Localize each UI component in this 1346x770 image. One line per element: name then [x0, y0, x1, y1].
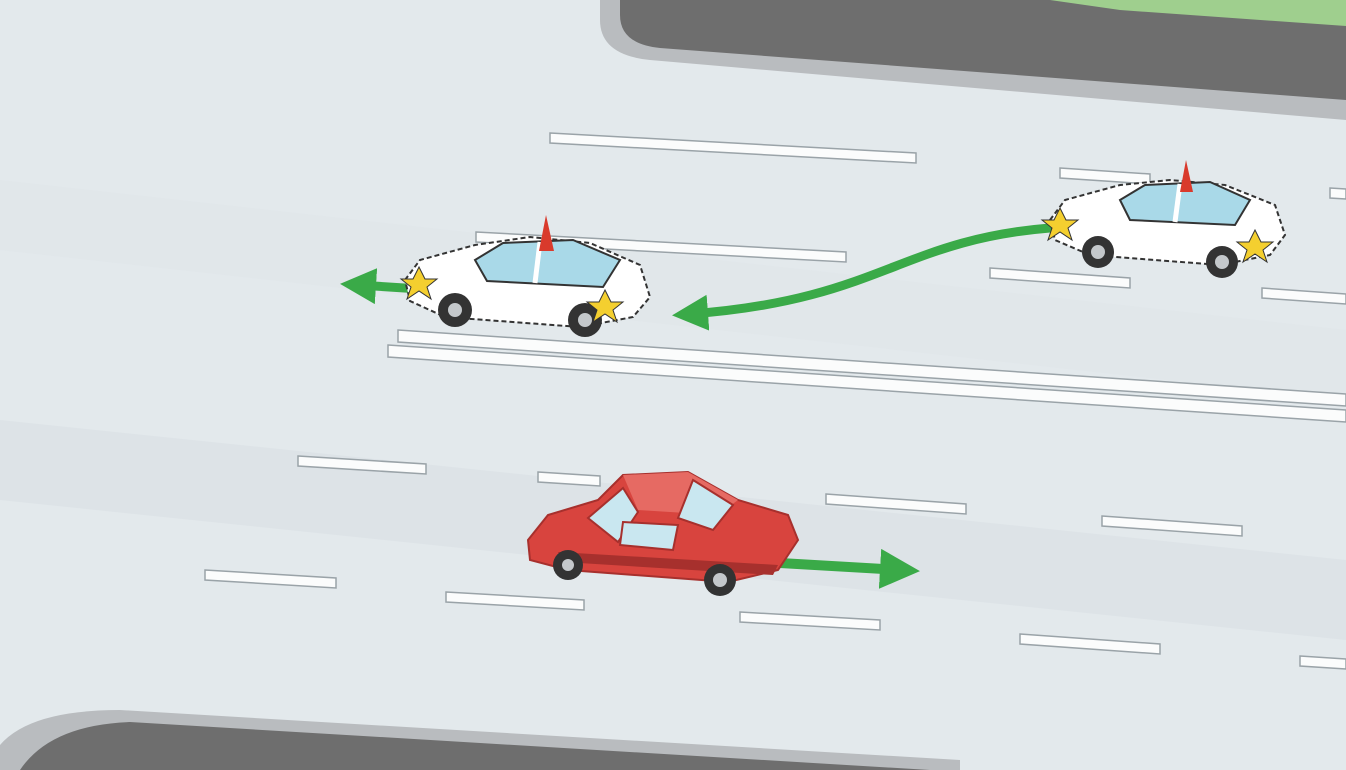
- sedan-direction-arrow: [780, 563, 900, 570]
